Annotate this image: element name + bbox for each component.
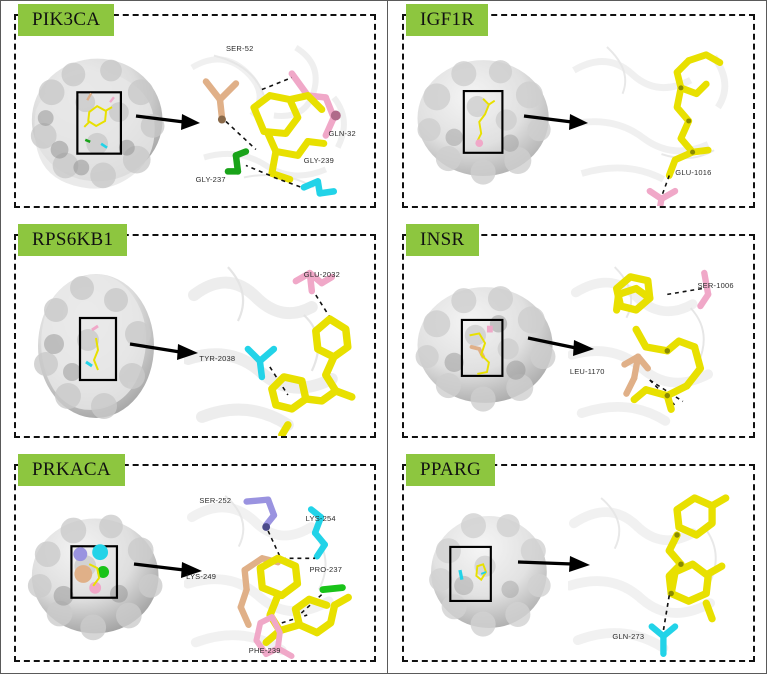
figure-frame-divider xyxy=(387,0,388,674)
figure-frame-left xyxy=(0,0,1,674)
binding-site-pparg: GLN-273 xyxy=(568,484,753,660)
residue-label-lys-249: LYS-249 xyxy=(186,572,217,581)
residue-label-glu-1016: GLU-1016 xyxy=(675,168,712,178)
panel-border-pparg xyxy=(402,464,755,662)
protein-surface-pik3ca xyxy=(16,34,200,206)
protein-surface-prkaca xyxy=(16,484,202,660)
binding-site-igf1r: GLU-1016 xyxy=(568,34,753,206)
panel-rps6kb1: RPS6KB1 xyxy=(0,220,388,450)
residue-label-tyr-2038: TYR-2038 xyxy=(199,354,236,364)
binding-site-prkaca: SER-252 LYS-254 LYS-249 PRO-237 PHE-239 xyxy=(184,484,374,660)
residue-label-glu-2032: GLU-2032 xyxy=(303,270,340,280)
residue-label-gly-239: GLY-239 xyxy=(303,156,334,166)
protein-surface-igf1r xyxy=(404,34,588,206)
panel-title-pparg: PPARG xyxy=(406,454,496,486)
residue-label-phe-239: PHE-239 xyxy=(248,645,281,655)
residue-label-leu-1170: LEU-1170 xyxy=(569,366,605,376)
panel-border-rps6kb1 xyxy=(14,234,376,438)
panel-igf1r: IGF1R xyxy=(388,0,767,220)
panel-prkaca: PRKACA xyxy=(0,450,388,674)
panel-title-pik3ca: PIK3CA xyxy=(18,4,115,36)
panel-border-insr xyxy=(402,234,755,438)
residue-label-gln-32: GLN-32 xyxy=(328,128,356,138)
panel-insr: INSR xyxy=(388,220,767,450)
residue-label-ser-252: SER-252 xyxy=(199,496,232,506)
residue-label-ser-52: SER-52 xyxy=(225,44,254,54)
panel-border-igf1r xyxy=(402,14,755,208)
panel-title-insr: INSR xyxy=(406,224,479,256)
panel-pik3ca: PIK3CA xyxy=(0,0,388,220)
residue-label-gln-273: GLN-273 xyxy=(612,631,645,641)
figure-frame-top xyxy=(0,0,767,1)
protein-surface-rps6kb1 xyxy=(16,254,198,436)
panel-pparg: PPARG xyxy=(388,450,767,674)
panel-border-prkaca xyxy=(14,464,376,662)
binding-site-rps6kb1: GLU-2032 TYR-2038 xyxy=(184,254,374,436)
protein-surface-insr xyxy=(404,254,594,436)
residue-label-lys-254: LYS-254 xyxy=(305,513,336,523)
residue-label-pro-237: PRO-237 xyxy=(309,564,343,574)
panel-title-igf1r: IGF1R xyxy=(406,4,489,36)
panel-title-prkaca: PRKACA xyxy=(18,454,125,486)
residue-label-ser-1006: SER-1006 xyxy=(697,281,734,291)
binding-site-pik3ca: SER-52 GLN-32 GLY-237 GLY-239 xyxy=(184,34,374,206)
protein-surface-pparg xyxy=(404,484,590,660)
binding-site-insr: SER-1006 LEU-1170 xyxy=(568,254,753,436)
panel-border-pik3ca xyxy=(14,14,376,208)
residue-label-gly-237: GLY-237 xyxy=(195,175,226,185)
panel-title-rps6kb1: RPS6KB1 xyxy=(18,224,128,256)
